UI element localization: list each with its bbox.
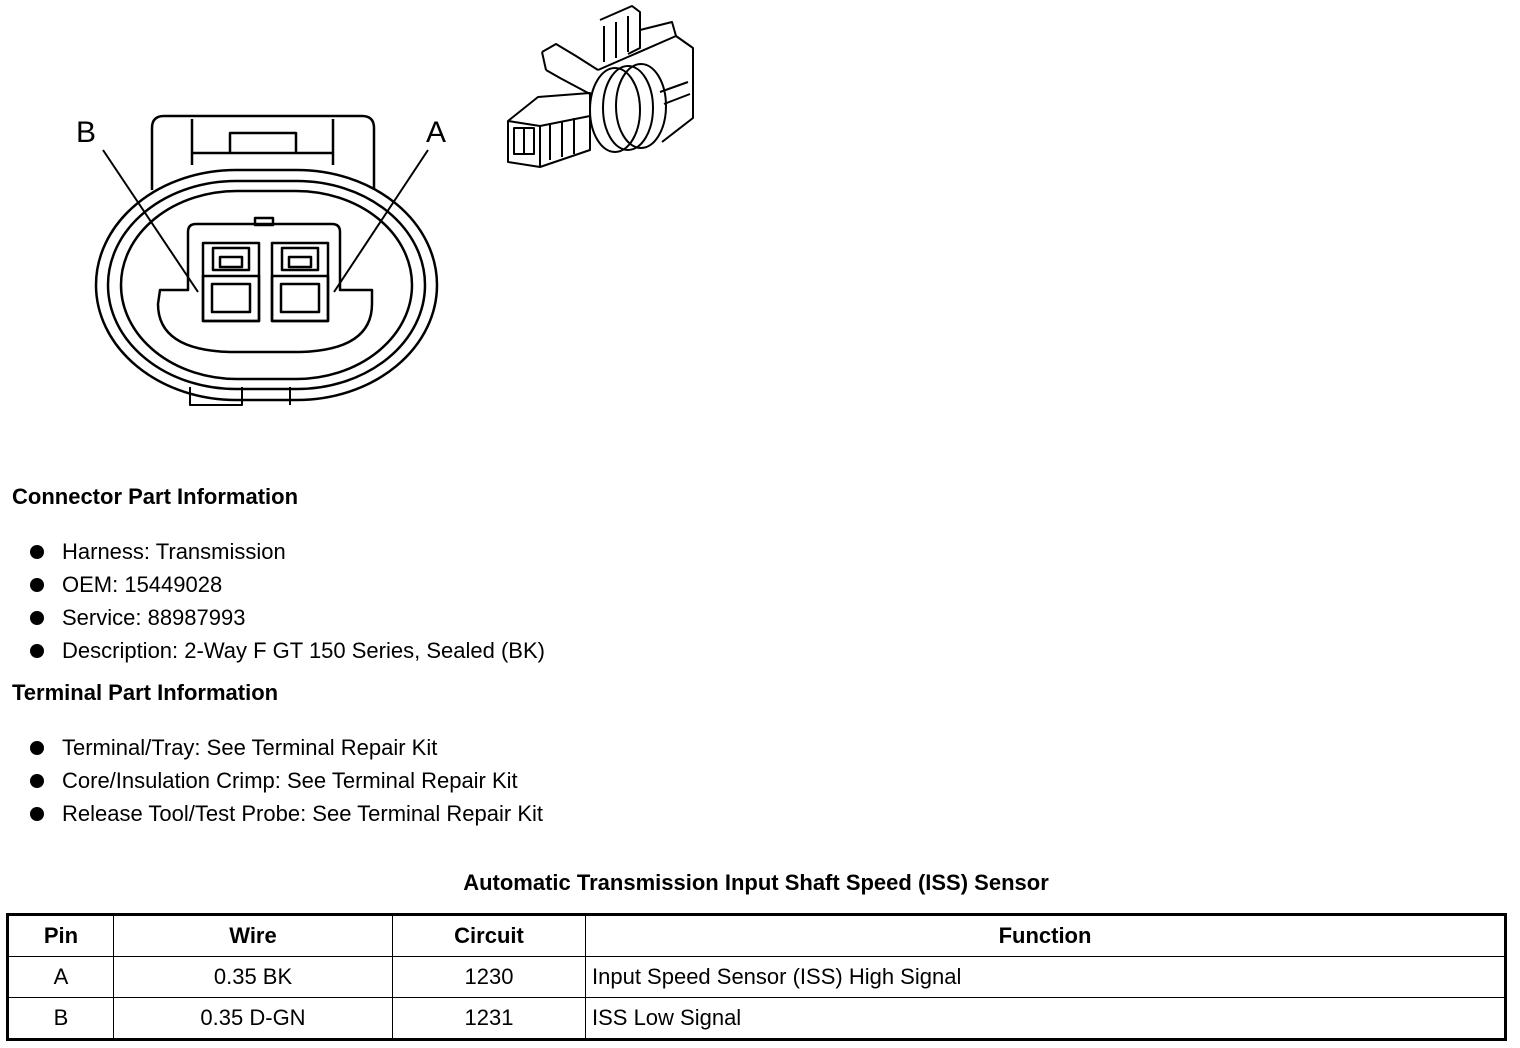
list-item: Service: 88987993 xyxy=(28,601,545,634)
list-item-text: Terminal/Tray: See Terminal Repair Kit xyxy=(62,735,438,760)
function-cell: Input Speed Sensor (ISS) High Signal xyxy=(585,956,1506,998)
connector-part-info-title: Connector Part Information xyxy=(12,484,299,509)
column-header-wire: Wire xyxy=(113,914,393,957)
terminal-part-info-title: Terminal Part Information xyxy=(12,680,279,705)
circuit-cell: 1231 xyxy=(392,997,586,1040)
function-cell: ISS Low Signal xyxy=(585,997,1506,1040)
list-item-text: Release Tool/Test Probe: See Terminal Re… xyxy=(62,801,543,826)
list-item-text: Service: 88987993 xyxy=(62,605,246,630)
bullet-icon xyxy=(30,774,44,788)
list-item-text: Description: 2-Way F GT 150 Series, Seal… xyxy=(62,638,545,663)
bullet-icon xyxy=(30,545,44,559)
list-item-text: OEM: 15449028 xyxy=(62,572,223,597)
pin-a-leader xyxy=(333,149,429,293)
connector-part-info-list: Harness: Transmission OEM: 15449028 Serv… xyxy=(28,535,545,667)
terminal-part-info-list: Terminal/Tray: See Terminal Repair Kit C… xyxy=(28,731,543,830)
column-header-function: Function xyxy=(585,914,1506,957)
column-header-pin: Pin xyxy=(7,914,114,957)
connector-latch-housing xyxy=(150,114,376,190)
pin-table-title: Automatic Transmission Input Shaft Speed… xyxy=(463,870,1049,895)
list-item: OEM: 15449028 xyxy=(28,568,545,601)
pin-cell: B xyxy=(7,997,114,1040)
circuit-cell: 1230 xyxy=(392,956,586,998)
list-item: Description: 2-Way F GT 150 Series, Seal… xyxy=(28,634,545,667)
pin-b-leader xyxy=(102,149,199,293)
list-item: Release Tool/Test Probe: See Terminal Re… xyxy=(28,797,543,830)
connector-isometric-view xyxy=(507,5,694,168)
wire-cell: 0.35 D-GN xyxy=(113,997,393,1040)
list-item: Core/Insulation Crimp: See Terminal Repa… xyxy=(28,764,543,797)
pin-table: Pin Wire Circuit Function A 0.35 BK 1230… xyxy=(6,913,1507,1041)
table-row: A 0.35 BK 1230 Input Speed Sensor (ISS) … xyxy=(7,956,1506,998)
list-item: Terminal/Tray: See Terminal Repair Kit xyxy=(28,731,543,764)
list-item-text: Harness: Transmission xyxy=(62,539,286,564)
pin-cell: A xyxy=(7,956,114,998)
column-header-circuit: Circuit xyxy=(392,914,586,957)
pin-a-label: A xyxy=(426,116,446,149)
connector-diagram: B A xyxy=(0,0,760,440)
table-header-row: Pin Wire Circuit Function xyxy=(7,914,1506,957)
bullet-icon xyxy=(30,741,44,755)
pin-b-label: B xyxy=(76,116,96,149)
bullet-icon xyxy=(30,807,44,821)
list-item: Harness: Transmission xyxy=(28,535,545,568)
terminal-a-cavity xyxy=(270,241,330,323)
wire-cell: 0.35 BK xyxy=(113,956,393,998)
table-row: B 0.35 D-GN 1231 ISS Low Signal xyxy=(7,997,1506,1040)
list-item-text: Core/Insulation Crimp: See Terminal Repa… xyxy=(62,768,518,793)
terminal-b-cavity xyxy=(201,241,261,323)
bullet-icon xyxy=(30,644,44,658)
connector-body xyxy=(94,168,439,406)
connector-cavity xyxy=(156,216,374,354)
bullet-icon xyxy=(30,611,44,625)
bullet-icon xyxy=(30,578,44,592)
